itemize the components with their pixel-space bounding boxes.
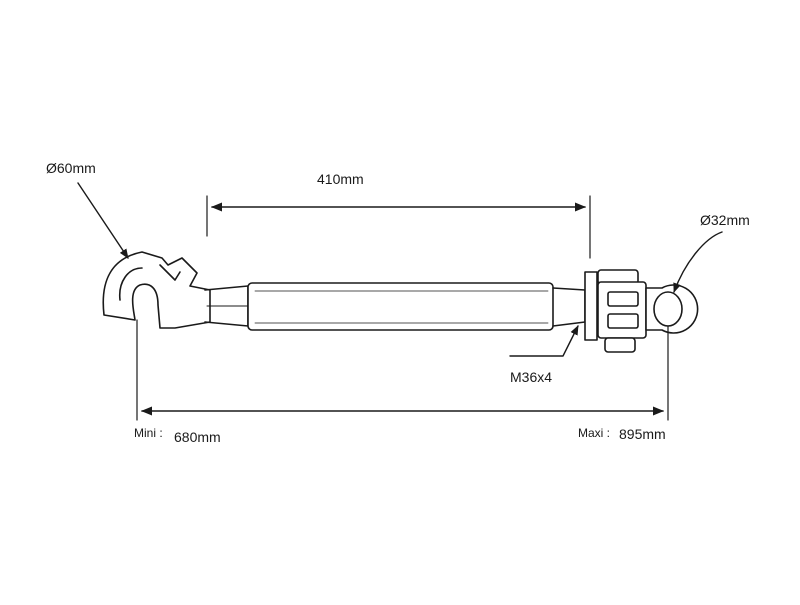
hook-end <box>102 251 211 329</box>
eye-diameter-label: Ø32mm <box>700 212 750 228</box>
leader-eye-diameter <box>673 231 723 293</box>
clevis-end <box>597 269 699 353</box>
lock-plate <box>584 271 598 341</box>
dim-410 <box>206 195 591 259</box>
mini-label: Mini : <box>134 426 163 440</box>
dim-overall <box>136 319 669 421</box>
leader-thread <box>509 325 579 357</box>
maxi-label: Maxi : <box>578 426 611 440</box>
clevis-pin-upper <box>607 291 639 307</box>
clevis-bottom-lug <box>604 337 636 353</box>
clevis-body <box>597 281 647 339</box>
hook-inner-arc <box>118 267 143 301</box>
thread-label: M36x4 <box>510 369 553 385</box>
hook-diameter-label: Ø60mm <box>46 160 96 176</box>
mini-value: 680mm <box>174 429 221 445</box>
hook-notch <box>159 264 181 281</box>
length-410-label: 410mm <box>317 171 364 187</box>
maxi-value: 895mm <box>619 426 666 442</box>
leader-hook-diameter <box>77 182 129 259</box>
thread-section <box>552 287 586 327</box>
clevis-pin-lower <box>607 313 639 329</box>
tube-body <box>247 282 554 331</box>
eye-hole <box>653 291 683 327</box>
